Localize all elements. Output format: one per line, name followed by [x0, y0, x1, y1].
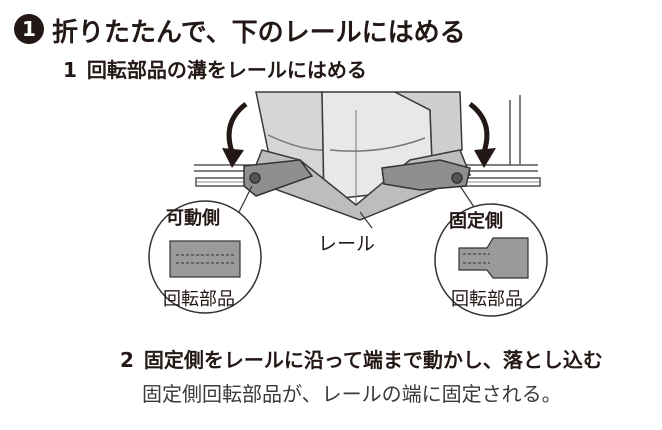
- substep-2-text: 固定側をレールに沿って端まで動かし、落とし込む: [143, 348, 603, 372]
- down-arrow-right-icon: [468, 102, 496, 168]
- substep-1-text: 回転部品の溝をレールにはめる: [86, 58, 367, 82]
- down-arrow-left-icon: [222, 102, 248, 168]
- substep-2: 2 固定側をレールに沿って端まで動かし、落とし込む: [120, 344, 603, 373]
- substep-2-number: 2: [120, 348, 134, 372]
- left-callout-title: 可動側: [166, 208, 220, 229]
- right-callout-title: 固定側: [449, 211, 503, 232]
- folded-door: [249, 91, 471, 221]
- substep-1: 1 回転部品の溝をレールにはめる: [63, 54, 367, 83]
- right-leader-line: [459, 185, 477, 211]
- rail-leader-line: [359, 211, 373, 229]
- rail-label: レール: [318, 233, 376, 255]
- rotating-parts: [243, 159, 471, 197]
- step-number-badge: 1: [14, 14, 44, 44]
- right-callout: [434, 203, 548, 317]
- step-title: 折りたたんで、下のレールにはめる: [52, 18, 466, 48]
- substep-1-number: 1: [63, 58, 77, 82]
- right-callout-caption: 回転部品: [451, 289, 523, 310]
- substep-2-note: 固定側回転部品が、レールの端に固定される。: [142, 382, 562, 406]
- left-leader-line: [237, 185, 253, 215]
- left-callout-caption: 回転部品: [163, 289, 235, 310]
- left-callout: [148, 200, 262, 314]
